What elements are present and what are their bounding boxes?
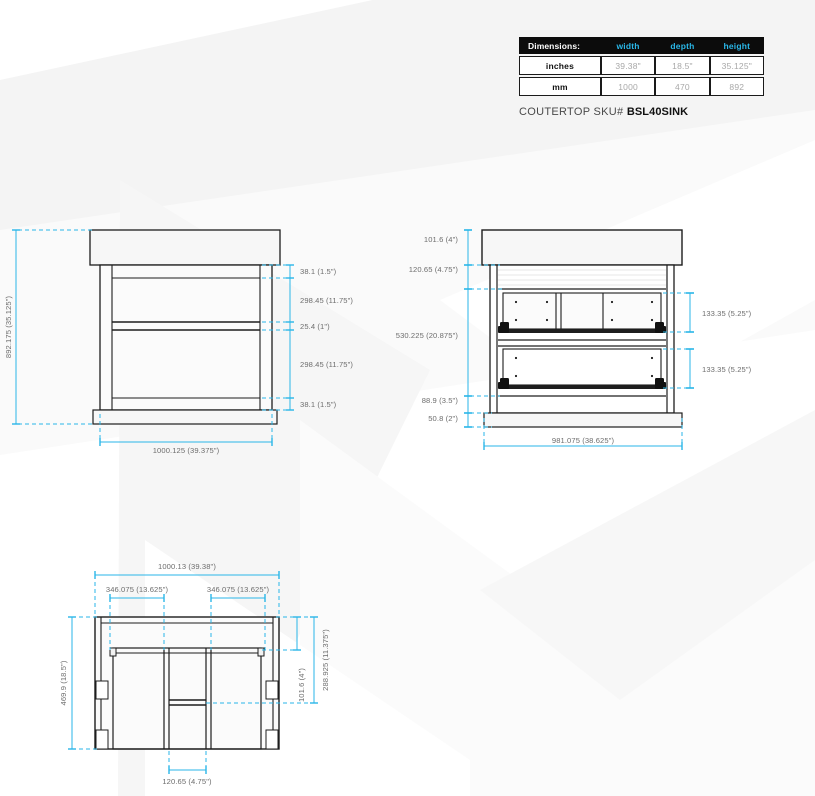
header-height: height bbox=[709, 37, 764, 54]
sku-prefix-label: COUTERTOP SKU# bbox=[519, 106, 624, 118]
front-cabinet-body bbox=[89, 229, 281, 425]
front-rdim-label-1: 38.1 (1.5") bbox=[300, 267, 337, 276]
plan-overall-width-label: 1000.13 (39.38") bbox=[158, 562, 216, 571]
front-carcass bbox=[99, 264, 273, 411]
side-ldim-label-2: 120.65 (4.75") bbox=[409, 265, 459, 274]
plan-segment-left-label: 346.075 (13.625") bbox=[106, 585, 169, 594]
side-ldim-label-1: 101.6 (4") bbox=[424, 235, 458, 244]
side-ldim-label-5: 50.8 (2") bbox=[428, 414, 458, 423]
front-rdim-label-5: 38.1 (1.5") bbox=[300, 400, 337, 409]
side-ldim-label-4: 88.9 (3.5") bbox=[422, 396, 459, 405]
plan-cabinet-body bbox=[94, 616, 280, 750]
plan-overall-depth-label: 469.9 (18.5") bbox=[59, 660, 68, 705]
plan-view-drawing: 1000.13 (39.38") 346.075 (13.625") 346.0… bbox=[59, 562, 330, 786]
inches-height: 35.125" bbox=[709, 56, 764, 75]
side-rdim-label-1: 133.35 (5.25") bbox=[702, 309, 752, 318]
mm-depth: 470 bbox=[655, 77, 710, 96]
row-label-mm: mm bbox=[519, 77, 601, 96]
table-row-mm: mm 1000 470 892 bbox=[519, 77, 764, 96]
side-ldim-label-3: 530.225 (20.875") bbox=[396, 331, 459, 340]
spec-table: Dimensions: width depth height inches 39… bbox=[519, 35, 764, 98]
front-elevation-drawing: 892.175 (35.125") 1000.125 (39.375") 38.… bbox=[4, 229, 353, 455]
plan-bottom-dim-label: 120.65 (4.75") bbox=[162, 777, 212, 786]
plan-carcass-outer bbox=[94, 616, 280, 750]
plan-right-outer-label: 288.925 (11.375") bbox=[321, 629, 330, 691]
section-elevation-drawing: 101.6 (4") 120.65 (4.75") 530.225 (20.87… bbox=[396, 229, 752, 450]
front-rdim-label-3: 25.4 (1") bbox=[300, 322, 330, 331]
plan-segment-right-label: 346.075 (13.625") bbox=[207, 585, 270, 594]
side-countertop bbox=[481, 229, 683, 266]
lower-drawer-bottom-rail bbox=[501, 385, 663, 389]
sku-value: BSL40SINK bbox=[626, 106, 689, 118]
side-cabinet-body bbox=[481, 229, 683, 428]
side-carcass bbox=[489, 264, 675, 414]
front-overall-width-label: 1000.125 (39.375") bbox=[153, 446, 220, 455]
side-base-plinth bbox=[483, 412, 683, 428]
inches-depth: 18.5" bbox=[655, 56, 710, 75]
countertop-sku-line: COUTERTOP SKU# BSL40SINK bbox=[519, 106, 688, 118]
plan-right-inner-label: 101.6 (4") bbox=[297, 668, 306, 702]
mm-height: 892 bbox=[709, 77, 764, 96]
side-rdim-label-2: 133.35 (5.25") bbox=[702, 365, 752, 374]
header-width: width bbox=[600, 37, 656, 54]
front-countertop bbox=[89, 229, 281, 266]
side-lower-drawer bbox=[498, 348, 666, 389]
row-label-inches: inches bbox=[519, 56, 601, 75]
front-base-plinth bbox=[92, 409, 278, 425]
header-dimensions-label: Dimensions: bbox=[519, 37, 601, 54]
dimensions-table: Dimensions: width depth height inches 39… bbox=[519, 35, 764, 98]
side-upper-drawer bbox=[498, 292, 666, 333]
upper-drawer-box bbox=[502, 292, 662, 330]
mm-width: 1000 bbox=[600, 77, 656, 96]
front-rdim-label-4: 298.45 (11.75") bbox=[300, 360, 353, 369]
inches-width: 39.38" bbox=[600, 56, 656, 75]
lower-drawer-box bbox=[502, 348, 662, 386]
table-header-row: Dimensions: width depth height bbox=[519, 37, 764, 54]
table-row-inches: inches 39.38" 18.5" 35.125" bbox=[519, 56, 764, 75]
front-rdim-label-2: 298.45 (11.75") bbox=[300, 296, 353, 305]
side-overall-width-label: 981.075 (38.625") bbox=[552, 436, 615, 445]
header-depth: depth bbox=[655, 37, 710, 54]
upper-drawer-bottom-rail bbox=[501, 329, 663, 333]
front-overall-height-label: 892.175 (35.125") bbox=[4, 296, 13, 359]
